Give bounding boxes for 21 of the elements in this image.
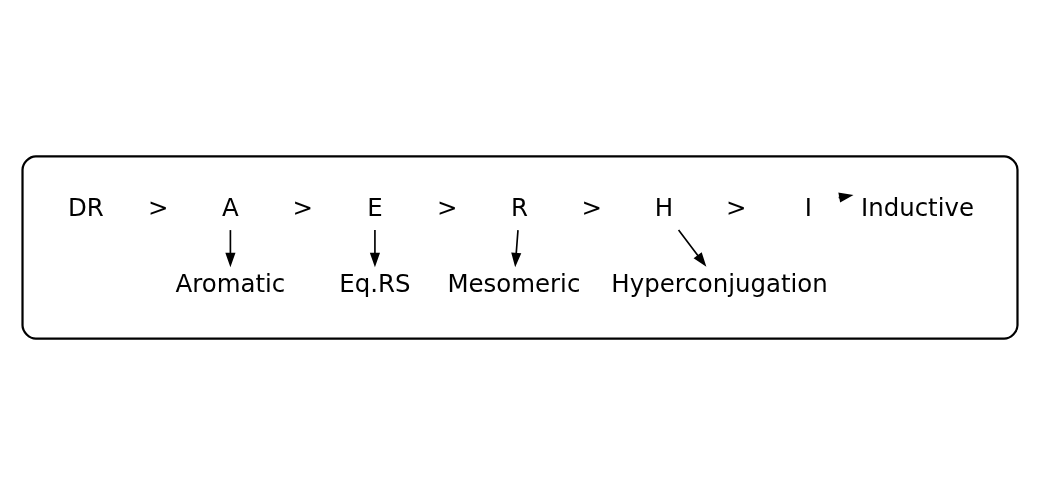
node-text: Eq.RS <box>339 268 411 298</box>
label: > <box>292 192 313 222</box>
node-text: Mesomeric <box>447 268 581 298</box>
cluster <box>21 154 1019 340</box>
node-text: R <box>510 192 528 222</box>
arrow <box>225 228 236 267</box>
arrow <box>677 228 707 267</box>
label: > <box>147 192 169 222</box>
node-text: DR <box>67 192 104 222</box>
arrow <box>511 228 522 267</box>
node-text: I <box>804 192 813 222</box>
label: > <box>581 192 602 222</box>
node-text: Aromatic <box>175 268 286 298</box>
node-text: Hyperconjugation <box>611 268 828 298</box>
node-text: Inductive <box>860 192 974 222</box>
label: > <box>725 192 747 222</box>
label: > <box>436 192 458 222</box>
arrow <box>369 228 380 267</box>
node-text: E <box>367 192 383 222</box>
node-text: H <box>654 192 674 222</box>
node-text: A <box>222 192 239 222</box>
